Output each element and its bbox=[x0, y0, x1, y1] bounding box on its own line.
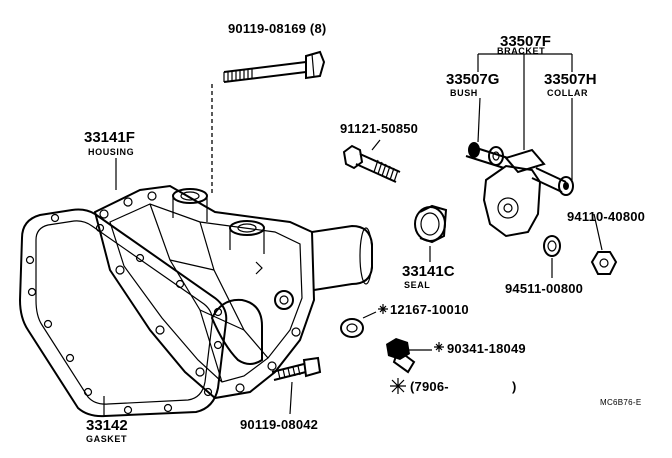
drain-plug bbox=[386, 338, 416, 374]
seal-part-name: SEAL bbox=[404, 280, 431, 290]
bolt-mid bbox=[342, 144, 401, 183]
asterisk-markers bbox=[378, 304, 444, 394]
bush-part-name: BUSH bbox=[450, 88, 478, 98]
plug-part-number: 90341-18049 bbox=[447, 341, 526, 356]
bolt-top-part-number: 90119-08169 (8) bbox=[228, 21, 327, 36]
footnote-date: (7906- bbox=[410, 379, 449, 394]
small-gasket bbox=[340, 318, 364, 338]
bolt-top bbox=[223, 50, 326, 83]
gasket-part-number: 33142 bbox=[86, 417, 128, 434]
collar-part-number: 33507H bbox=[544, 71, 597, 88]
bush bbox=[468, 142, 504, 166]
housing-part-number: 33141F bbox=[84, 129, 135, 146]
bolt-bottom bbox=[271, 356, 322, 381]
bracket-assembly bbox=[465, 145, 567, 238]
collar bbox=[558, 176, 574, 196]
gasket-part-name: GASKET bbox=[86, 434, 128, 444]
seal-part-number: 33141C bbox=[402, 263, 455, 280]
washer-part-number: 94511-00800 bbox=[505, 281, 584, 296]
leader-lines bbox=[103, 53, 603, 416]
small-gasket-part-number: 12167-10010 bbox=[390, 302, 469, 317]
bolt-mid-part-number: 91121-50850 bbox=[340, 121, 419, 136]
bracket-part-number: 33507F bbox=[500, 33, 551, 50]
bush-part-number: 33507G bbox=[446, 71, 500, 88]
bracket-part-name: BRACKET bbox=[497, 46, 546, 56]
housing-part-name: HOUSING bbox=[88, 147, 135, 157]
nut-part-number: 94110-40800 bbox=[567, 209, 646, 224]
bolt-bottom-part-number: 90119-08042 bbox=[240, 417, 319, 432]
spring-washer bbox=[543, 235, 561, 257]
housing bbox=[93, 184, 373, 400]
hex-nut bbox=[590, 251, 618, 275]
drawing-code: MC6B76-E bbox=[600, 398, 642, 407]
oil-seal bbox=[414, 204, 448, 244]
gasket-plate bbox=[18, 208, 228, 418]
footnote-close: ) bbox=[512, 379, 517, 394]
collar-part-name: COLLAR bbox=[547, 88, 589, 98]
